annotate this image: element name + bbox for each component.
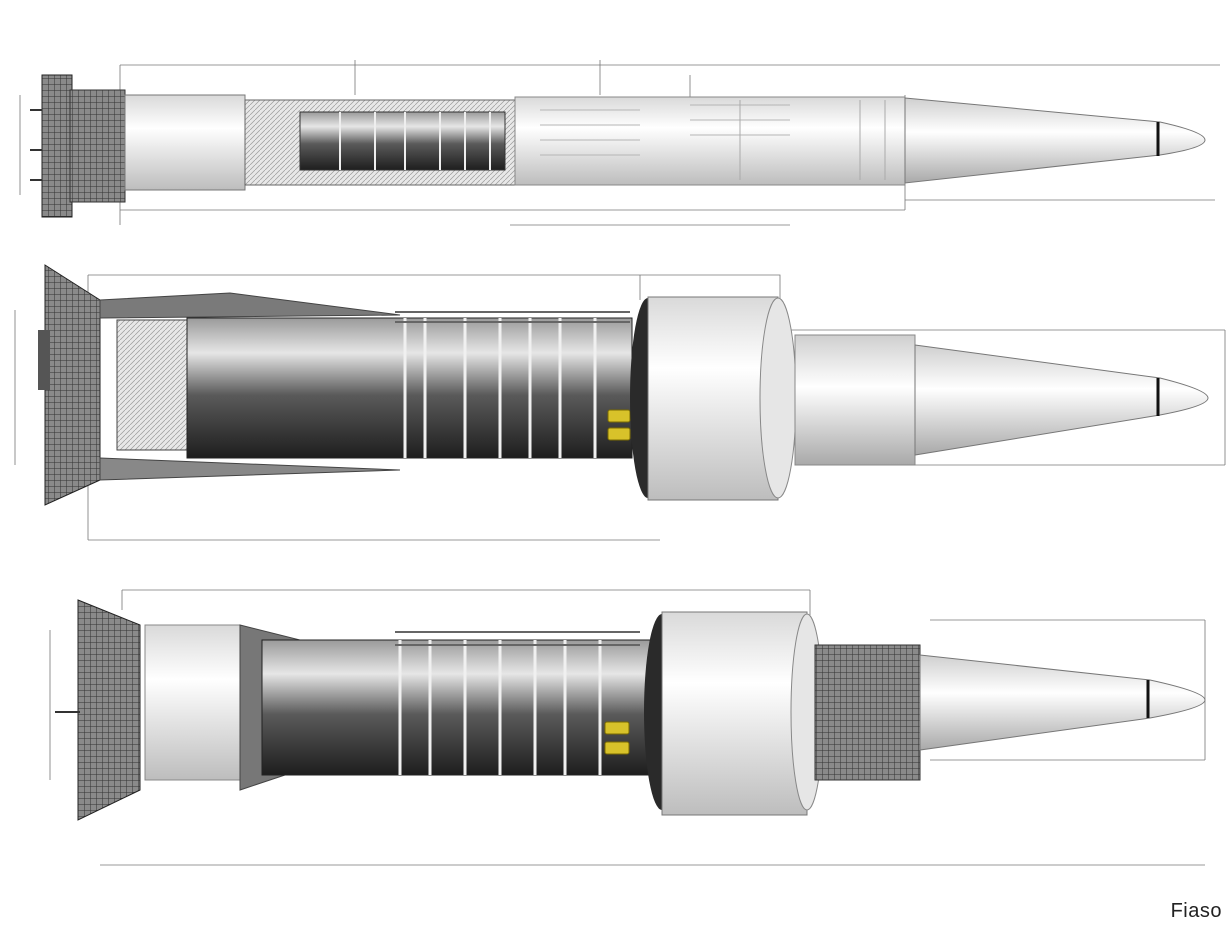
yellow-fittings [607, 409, 631, 441]
engine-section [38, 264, 101, 506]
rocket-view-2 [14, 264, 1226, 541]
rocket-view-3 [49, 589, 1206, 866]
rocket-view-1 [19, 60, 1220, 226]
equipment-ring [630, 296, 797, 501]
core-stage [99, 311, 633, 481]
interstage [124, 94, 246, 191]
nose-cone [904, 97, 1206, 184]
title-block-mark: Fiaso [1170, 900, 1222, 922]
title-block: Fiaso [1152, 900, 1222, 922]
dimension-lines-3 [49, 589, 1206, 866]
avionics-section [514, 96, 906, 186]
yellow-fittings [604, 721, 630, 755]
upper-taper [99, 292, 401, 319]
equipment-ring [644, 611, 824, 816]
engine-section [55, 599, 141, 821]
nose-cone [919, 654, 1206, 751]
core-stage [261, 631, 658, 776]
core-stage [244, 99, 516, 186]
truss-section [814, 644, 921, 781]
payload-fairing [794, 334, 916, 466]
nose-cone [914, 344, 1209, 456]
radiator-panel [116, 319, 188, 451]
engine-section [30, 74, 126, 218]
